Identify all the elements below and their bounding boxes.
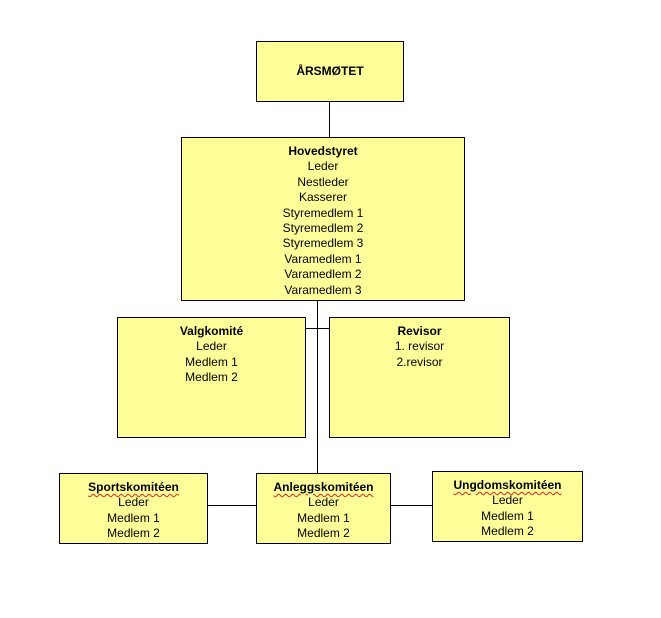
connector-trunk <box>317 284 318 474</box>
hovedstyret-member: Kasserer <box>298 190 348 205</box>
valgkomite-member: Medlem 2 <box>185 370 238 385</box>
hovedstyret-member: Varamedlem 2 <box>284 267 362 282</box>
valgkomite-member: Leder <box>196 339 227 354</box>
anleggskomiteen-member: Medlem 2 <box>297 526 350 541</box>
box-anleggskomiteen: Anleggskomitéen Leder Medlem 1 Medlem 2 <box>256 473 391 544</box>
ungdomskomiteen-member: Medlem 1 <box>481 508 534 523</box>
box-revisor: Revisor 1. revisor 2.revisor <box>329 317 510 438</box>
box-aarsmotet: ÅRSMØTET <box>256 41 404 102</box>
anleggskomiteen-member: Medlem 1 <box>297 510 350 525</box>
ungdomskomiteen-title: Ungdomskomitéen <box>453 478 562 492</box>
box-hovedstyret: Hovedstyret Leder Nestleder Kasserer Sty… <box>181 137 465 301</box>
hovedstyret-member: Leder <box>307 159 339 174</box>
connector-anlegg-ungdom <box>390 505 433 506</box>
ungdomskomiteen-member: Leder <box>492 493 523 508</box>
valgkomite-title: Valgkomité <box>179 324 244 338</box>
box-sportskomiteen: Sportskomitéen Leder Medlem 1 Medlem 2 <box>59 473 208 544</box>
hovedstyret-member: Nestleder <box>297 174 349 189</box>
connector-valgkomite-revisor <box>305 328 330 329</box>
revisor-member: 1. revisor <box>394 339 445 354</box>
sportskomiteen-member: Leder <box>118 495 149 510</box>
hovedstyret-member: Styremedlem 3 <box>282 236 364 251</box>
sportskomiteen-title: Sportskomitéen <box>88 480 179 494</box>
sportskomiteen-member: Medlem 2 <box>107 526 160 541</box>
sportskomiteen-member: Medlem 1 <box>107 510 160 525</box>
hovedstyret-member: Styremedlem 2 <box>282 221 364 236</box>
revisor-title: Revisor <box>397 324 442 338</box>
aarsmotet-title: ÅRSMØTET <box>296 64 364 78</box>
hovedstyret-member: Styremedlem 1 <box>282 205 364 220</box>
box-ungdomskomiteen: Ungdomskomitéen Leder Medlem 1 Medlem 2 <box>432 471 583 542</box>
anleggskomiteen-title: Anleggskomitéen <box>273 480 374 494</box>
box-valgkomite: Valgkomité Leder Medlem 1 Medlem 2 <box>117 317 306 438</box>
anleggskomiteen-member: Leder <box>308 495 339 510</box>
connector-aarsmotet-hovedstyret <box>329 101 330 138</box>
hovedstyret-member: Varamedlem 3 <box>284 282 362 297</box>
connector-sport-anlegg <box>207 505 257 506</box>
ungdomskomiteen-member: Medlem 2 <box>481 524 534 539</box>
hovedstyret-member: Varamedlem 1 <box>284 251 362 266</box>
valgkomite-member: Medlem 1 <box>185 354 238 369</box>
hovedstyret-title: Hovedstyret <box>288 144 358 158</box>
revisor-member: 2.revisor <box>396 354 443 369</box>
